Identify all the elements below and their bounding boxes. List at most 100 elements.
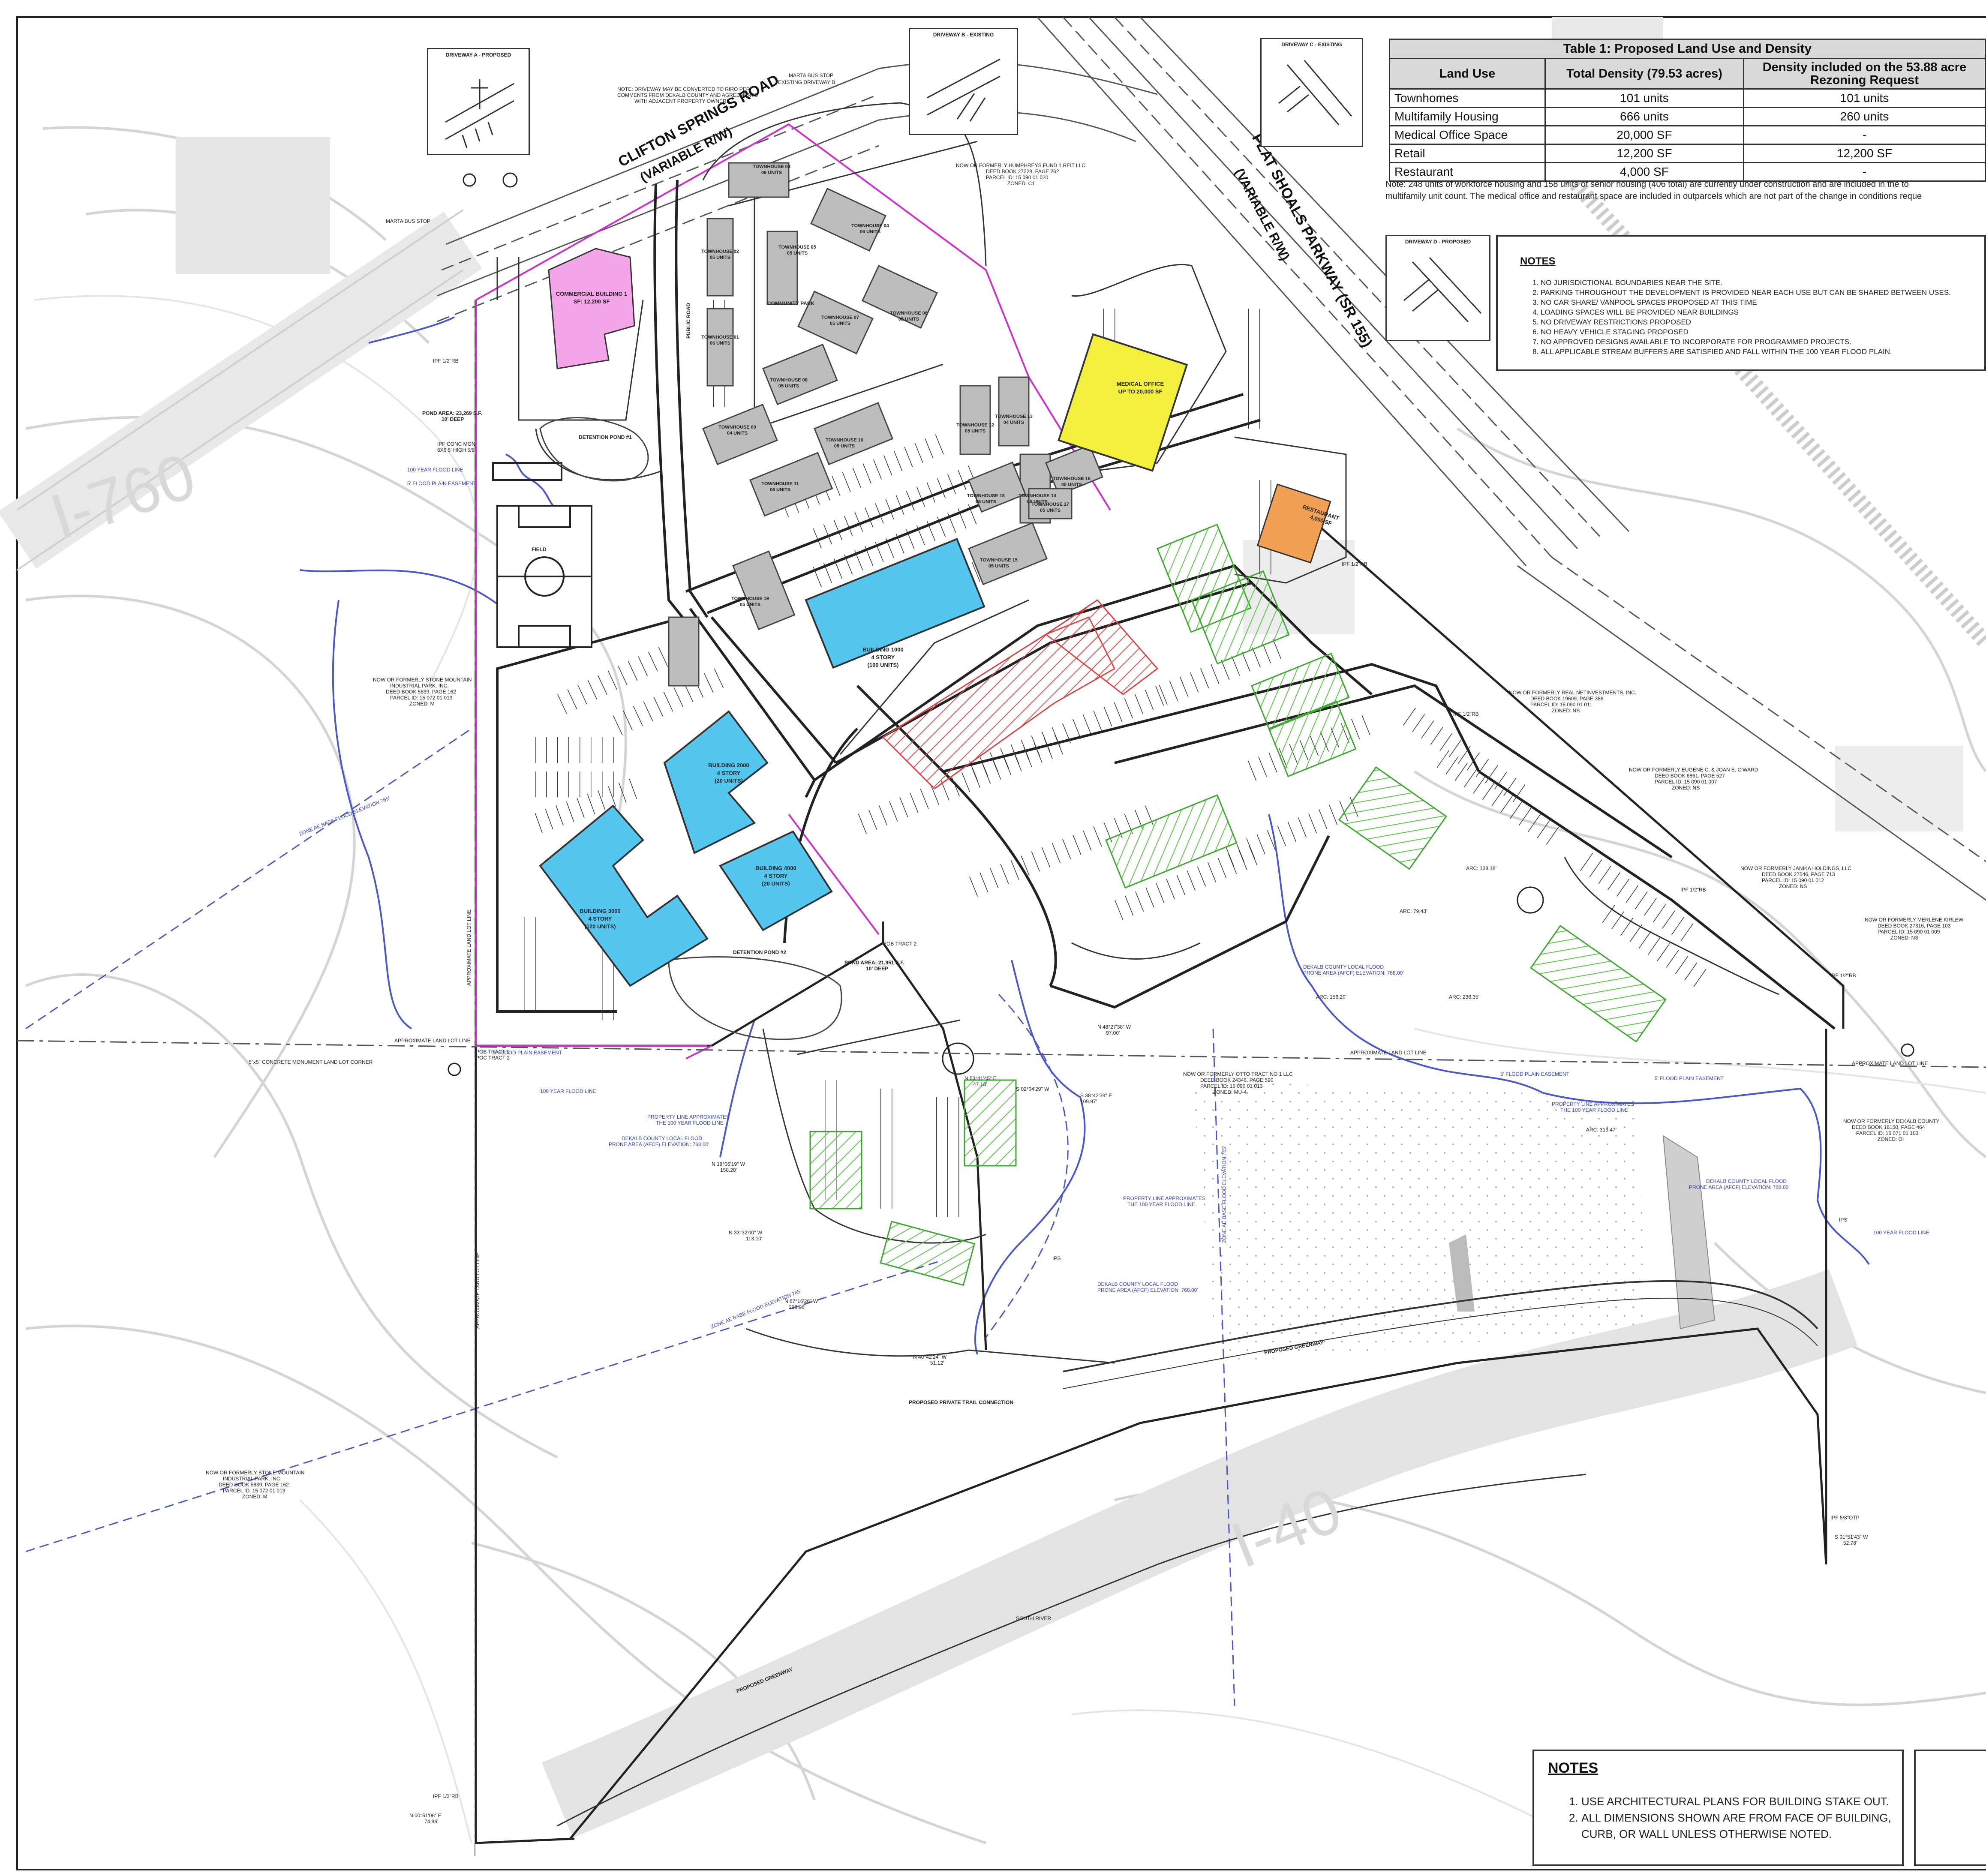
townhouse-label: TOWNHOUSE 02 [701,249,739,254]
dekalb-flood-label-5: DEKALB COUNTY LOCAL FLOOD [1303,964,1384,970]
table-cell: Townhomes [1389,88,1546,108]
land-lot-label-h3: APPROXIMATE LAND LOT LINE [1852,1060,1928,1066]
real-net-label-4: ZONED: NS [1552,708,1580,714]
brg-9: N 18°06'19" W [712,1161,745,1167]
townhouse-units: 05 UNITS [830,321,850,326]
brg-6: N 40°42'24" W [913,1354,947,1360]
townhouse-label: TOWNHOUSE 14 [1019,493,1057,498]
driveway-b-detail: DRIVEWAY B - EXISTING [909,28,1018,135]
driveway-a-title: DRIVEWAY A - PROPOSED [445,52,511,58]
arc-1: ARC: 156.20' [1316,994,1346,1000]
b1000-label-3: (100 UNITS) [868,662,899,668]
b1000-label-1: BUILDING 1000 [862,646,903,653]
ipf-label-4: IPF 1/2"RB [1680,887,1706,893]
flood-line-label-3: 100 YEAR FLOOD LINE [540,1088,596,1094]
property-line-label-5: PROPERTY LINE APPROXIMATES [1552,1101,1634,1107]
pob-tract-2: POB TRACT 2 [883,941,917,947]
existing-driveway-b-label: EXISTING DRIVEWAY B [778,79,835,85]
notes-top-list: NO JURISDICTIONAL BOUNDARIES NEAR THE SI… [1520,278,1986,357]
brg-10: S 38°42'39" E [1080,1093,1112,1099]
note-item: ALL DIMENSIONS SHOWN ARE FROM FACE OF BU… [1581,1810,1924,1842]
townhouse-label: TOWNHOUSE 13 [995,414,1033,419]
table-cell: - [1743,162,1986,182]
townhouse-label: TOWNHOUSE 06 [890,311,928,316]
detention-ponds [539,417,842,1040]
table-cell: 260 units [1743,107,1986,126]
driveway-c-detail: DRIVEWAY C - EXISTING [1260,38,1363,147]
brg-4-d: 74.96' [424,1819,438,1825]
flood-easement-label-3: 5' FLOOD PLAIN EASEMENT [1655,1075,1724,1081]
b4000-label-2: 4 STORY [764,873,788,879]
table-row: Medical Office Space 20,000 SF - [1389,125,1986,145]
table-cell: 101 units [1743,88,1986,108]
table-cell: 20,000 SF [1544,125,1744,145]
real-net-label-3: PARCEL ID: 15 090 01 011 [1530,702,1592,708]
commercial-label-2: SF: 12,200 SF [574,298,610,305]
townhouse-buildings [668,162,1103,687]
brg-7-d: 203.96' [789,1304,805,1310]
townhouse-label: TOWNHOUSE 04 [851,223,889,228]
note-item: USE ARCHITECTURAL PLANS FOR BUILDING STA… [1581,1793,1924,1810]
driveway-note-1: NOTE: DRIVEWAY MAY BE CONVERTED TO RIRO … [617,86,750,92]
brg-8-d: 113.10' [746,1236,762,1242]
townhouse-label: TOWNHOUSE 01 [701,335,739,340]
ipf-label-2: IPF 1/2"RB [1342,561,1367,567]
driveway-b-sketch [927,58,1001,122]
table-cell: Multifamily Housing [1389,107,1546,126]
humphreys-label-1: NOW OR FORMERLY HUMPHREYS FUND 1 REIT LL… [956,162,1085,168]
building-1000 [805,538,985,669]
ipf-label: IPF 1/2"RB [433,358,459,364]
b3000-label-2: 4 STORY [589,915,612,922]
brg-1-d: 47.13' [973,1081,987,1087]
notes-top-title: NOTES [1520,255,1556,267]
table-cell: 666 units [1544,107,1744,126]
trail-label: PROPOSED PRIVATE TRAIL CONNECTION [909,1399,1013,1405]
townhouse-units: 05 UNITS [1040,508,1061,513]
humphreys-label-3: PARCEL ID: 15 090 01 020 [986,174,1049,180]
stone-mountain-label-3: DEED BOOK 5839, PAGE 162 [386,689,456,695]
future-buildings-green [809,523,1667,1286]
note-item: LOADING SPACES WILL BE PROVIDED NEAR BUI… [1541,307,1986,317]
rezoning-boundary [475,123,1111,1060]
table-header-total-density: Total Density (79.53 acres) [1544,58,1744,90]
kirlew-label-4: ZONED: NS [1890,935,1918,941]
stone-mountain-label-b1: NOW OR FORMERLY STONE MOUNTAIN [206,1470,304,1476]
ipf-label-5: IPF 1/2"RB [1830,973,1856,979]
building-3000 [539,804,709,987]
janika-label-2: DEED BOOK 27546, PAGE 713 [1762,871,1835,877]
pob-tract-1: POB TRACT 1 [476,1049,510,1055]
zone-ae-label-3: ZONE AE BASE FLOOD ELEVATION 765' [1221,1146,1227,1243]
flood-easement-label: 5' FLOOD PLAIN EASEMENT [407,480,477,486]
townhouse-units: 05 UNITS [898,317,919,322]
dekalb-county-label-4: ZONED: OI [1878,1136,1904,1142]
flat-shoals-parkway [1037,16,1986,901]
b4000-label-3: (20 UNITS) [762,880,790,887]
pond-area-1-label: POND AREA: 23,269 S.F. [422,410,482,416]
proposed-greenway-edge [1063,1297,1818,1389]
brg-1: N 53°41'45" E [964,1075,997,1081]
townhouse-label: TOWNHOUSE 10 [826,438,863,443]
driveway-b-title: DRIVEWAY B - EXISTING [933,32,994,38]
townhouse-units: 06 UNITS [976,499,996,504]
driveway-d-sketch [1403,257,1482,323]
townhouse-label: TOWNHOUSE 07 [821,315,859,320]
building-4000 [719,830,833,931]
otto-label-2: DEED BOOK 24346, PAGE 590 [1200,1077,1274,1083]
flood-line-label: 100 YEAR FLOOD LINE [407,467,463,473]
ipf-conc-mon-label-2: 6X6 5' HIGH 5/8 [437,447,475,453]
townhouse-label: TOWNHOUSE 16 [1053,476,1091,481]
townhouse-units: 05 UNITS [1027,499,1048,504]
open-space-dotted [1192,1080,1646,1363]
dekalb-flood-label-8: PRONE AREA (AFCF) ELEVATION: 768.00' [1689,1184,1790,1190]
pond-area-2-label: POND AREA: 21,951 S.F. [844,960,904,966]
b3000-label-3: (120 UNITS) [585,923,616,930]
marta-bus-stop-label-2: MARTA BUS STOP [386,218,430,224]
flood-easement-label-2: 5' FLOOD PLAIN EASEMENT [1500,1071,1570,1077]
brg-5-d: 52.78' [1843,1540,1857,1546]
b2000-label-2: 4 STORY [717,770,741,776]
kirlew-label-3: PARCEL ID: 15 090 01 009 [1878,929,1940,935]
townhouse-units: 05 UNITS [988,564,1009,569]
greenway-lower [557,1474,1586,1827]
brg-2: S 02°04'29" W [1016,1086,1049,1092]
